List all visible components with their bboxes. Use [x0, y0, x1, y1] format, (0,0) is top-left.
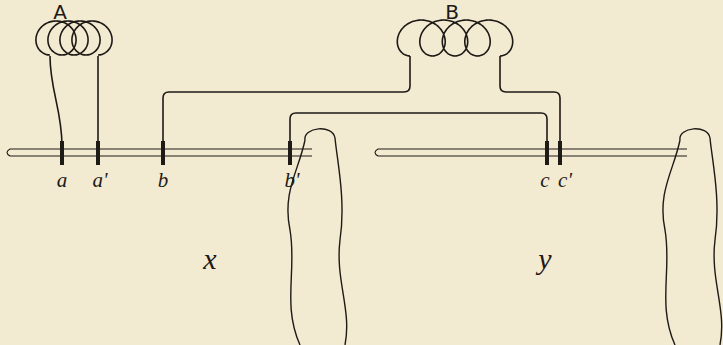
coil-label: A — [53, 2, 67, 22]
electrode-bar — [60, 141, 64, 165]
induction-coil — [36, 20, 513, 56]
electrode-bar — [96, 141, 100, 165]
wire — [290, 113, 547, 146]
wire — [97, 56, 99, 146]
wire — [500, 56, 560, 146]
wire — [163, 56, 410, 146]
electrode-label: a — [57, 170, 68, 191]
coil-a — [36, 21, 112, 55]
muscle-outline — [288, 129, 347, 345]
electrode-label: a' — [93, 170, 108, 191]
electrode-bar — [161, 141, 165, 165]
muscle-outline — [663, 129, 722, 345]
electrode-label: c — [540, 170, 549, 191]
electrode-bar — [558, 141, 562, 165]
nerve — [7, 149, 687, 156]
coil-b — [397, 20, 512, 56]
wire — [50, 56, 62, 146]
preparation-label: x — [203, 244, 216, 274]
electrode-bar — [288, 141, 292, 165]
coil-label: B — [445, 2, 459, 22]
electrode-label: c' — [558, 170, 572, 191]
preparation-label: y — [538, 244, 551, 274]
electrode — [60, 141, 562, 165]
electrode-bar — [545, 141, 549, 165]
electrode-label: b' — [285, 170, 300, 191]
muscle — [288, 129, 722, 345]
electrode-label: b — [158, 170, 169, 191]
